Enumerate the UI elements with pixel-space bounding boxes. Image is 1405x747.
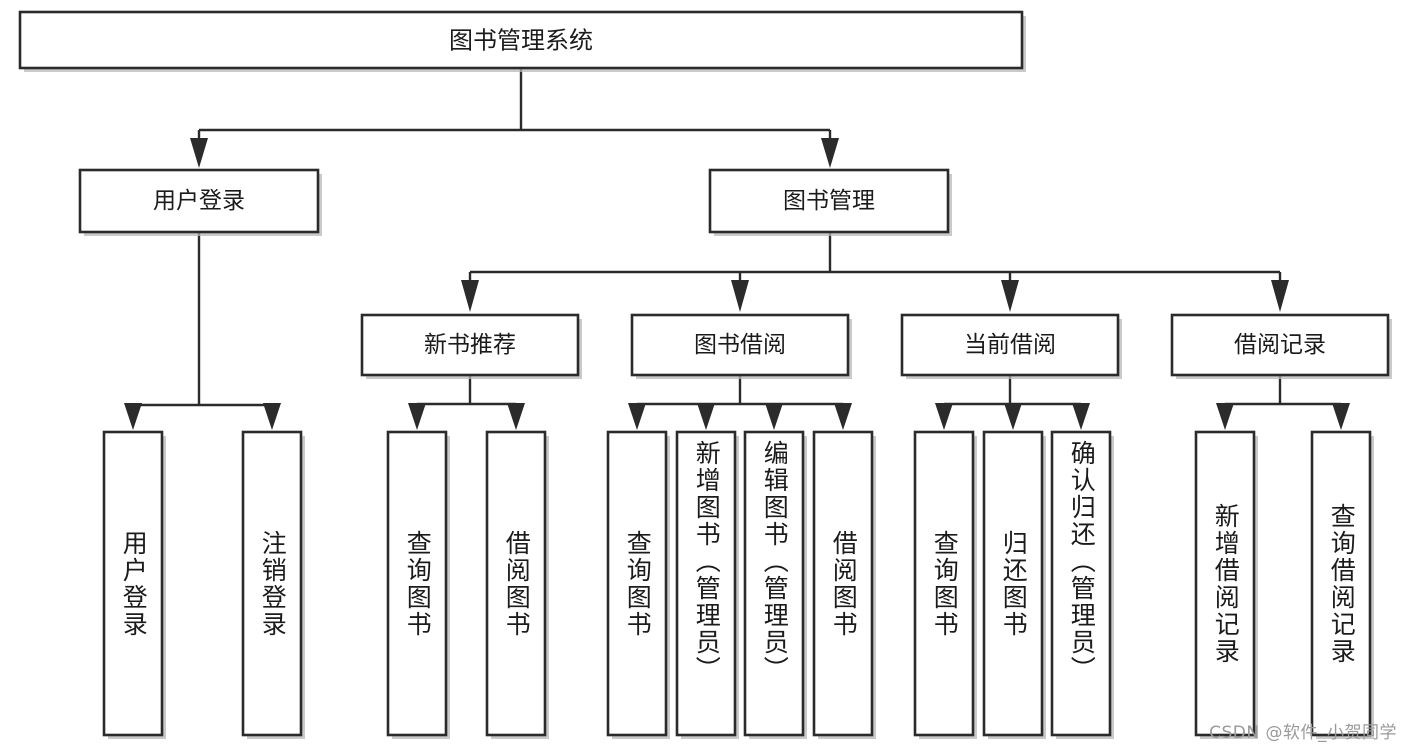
node-root-label: 图书管理系统 [449, 27, 593, 54]
node-book-borrow[interactable]: 图书借阅 [630, 313, 852, 379]
node-current-borrow-label: 当前借阅 [964, 331, 1056, 357]
leaf-add-book-rect[interactable] [675, 430, 737, 737]
arrow-head-book-borrow [731, 280, 749, 312]
leaf-node-layer [102, 430, 1374, 739]
node-book-borrow-rect[interactable] [630, 313, 850, 377]
node-borrow-record[interactable]: 借阅记录 [1170, 313, 1392, 379]
arrow-head-leaf-query-book-1 [408, 403, 426, 430]
leaf-query-book-1-rect[interactable] [386, 430, 448, 737]
arrow-head-leaf-return-book [1004, 403, 1022, 430]
arrow-head-leaf-add-book [697, 403, 715, 430]
arrow-head-leaf-borrow-book-2 [834, 403, 852, 430]
leaf-query-book-2-rect[interactable] [606, 430, 668, 737]
arrow-head-leaf-query-book-2 [628, 403, 646, 430]
leaf-node-borrow-book-1[interactable] [485, 430, 549, 739]
arrow-head-leaf-query-record [1332, 403, 1350, 430]
leaf-node-add-record[interactable] [1194, 430, 1258, 739]
arrow-head-leaf-add-record [1216, 403, 1234, 430]
node-user-login[interactable]: 用户登录 [78, 168, 322, 236]
arrow-head-leaf-edit-book [765, 403, 783, 430]
leaf-user-login-rect[interactable] [102, 430, 164, 737]
node-new-book-rec-rect[interactable] [360, 313, 580, 377]
node-book-manage-label: 图书管理 [783, 187, 875, 213]
leaf-logout-rect[interactable] [241, 430, 303, 737]
node-user-login-label: 用户登录 [153, 187, 245, 213]
arrow-head-leaf-user-login [124, 403, 142, 430]
leaf-node-query-book-1[interactable] [386, 430, 450, 739]
arrow-head-new-book-rec [461, 280, 479, 312]
node-book-borrow-label: 图书借阅 [694, 331, 786, 357]
arrow-head-leaf-borrow-book-1 [507, 403, 525, 430]
node-root-rect[interactable] [18, 10, 1024, 70]
node-new-book-rec[interactable]: 新书推荐 [360, 313, 582, 379]
leaf-node-add-book[interactable] [675, 430, 739, 739]
node-book-manage-rect[interactable] [708, 168, 950, 234]
leaf-edit-book-rect[interactable] [743, 430, 805, 737]
arrow-head-book-manage [821, 138, 839, 168]
leaf-node-borrow-book-2[interactable] [812, 430, 876, 739]
arrow-head-leaf-logout [263, 403, 281, 430]
leaf-query-book-3-rect[interactable] [913, 430, 975, 737]
node-book-manage[interactable]: 图书管理 [708, 168, 952, 236]
leaf-borrow-book-2-rect[interactable] [812, 430, 874, 737]
node-current-borrow-rect[interactable] [900, 313, 1120, 377]
node-new-book-rec-label: 新书推荐 [424, 331, 516, 357]
leaf-node-query-record[interactable] [1310, 430, 1374, 739]
arrow-head-borrow-record [1271, 280, 1289, 312]
node-current-borrow[interactable]: 当前借阅 [900, 313, 1122, 379]
node-borrow-record-rect[interactable] [1170, 313, 1390, 377]
leaf-node-edit-book[interactable] [743, 430, 807, 739]
leaf-node-query-book-3[interactable] [913, 430, 977, 739]
leaf-borrow-book-1-rect[interactable] [485, 430, 547, 737]
arrow-head-user-login [190, 138, 208, 168]
leaf-return-book-rect[interactable] [982, 430, 1044, 737]
leaf-node-confirm-return[interactable] [1050, 430, 1114, 739]
leaf-confirm-return-rect[interactable] [1050, 430, 1112, 737]
leaf-add-record-rect[interactable] [1194, 430, 1256, 737]
leaf-node-query-book-2[interactable] [606, 430, 670, 739]
arrow-head-leaf-query-book-3 [935, 403, 953, 430]
arrow-head-current-borrow [1001, 280, 1019, 312]
leaf-query-record-rect[interactable] [1310, 430, 1372, 737]
arrow-head-leaf-confirm-return [1072, 403, 1090, 430]
node-borrow-record-label: 借阅记录 [1234, 331, 1326, 357]
leaf-node-return-book[interactable] [982, 430, 1046, 739]
node-user-login-rect[interactable] [78, 168, 320, 234]
node-root[interactable]: 图书管理系统 [18, 10, 1026, 72]
connector-layer [124, 68, 1350, 430]
leaf-node-logout[interactable] [241, 430, 305, 739]
leaf-node-user-login[interactable] [102, 430, 166, 739]
csdn-watermark: CSDN @软件_小贺同学 [1209, 723, 1397, 743]
